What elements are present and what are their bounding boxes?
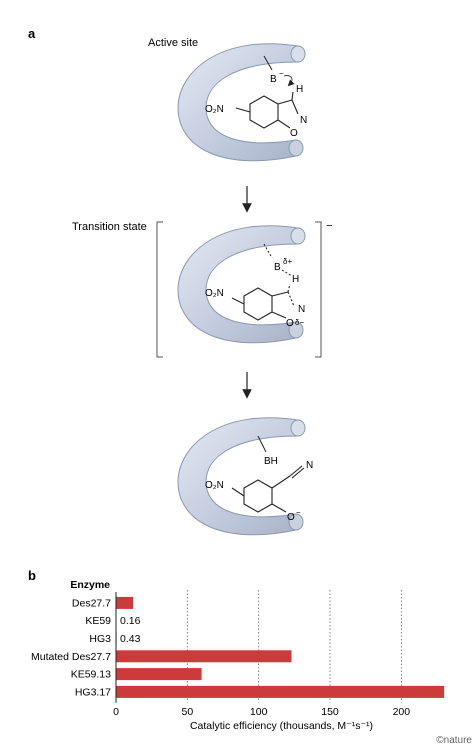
base-label-3: BH xyxy=(264,456,278,467)
x-tick-labels: 0 50 100 150 200 xyxy=(113,706,410,718)
bars-group xyxy=(116,596,445,698)
stage-transition-state: Transition state − B δ+ H N O δ− O₂N xyxy=(72,220,332,358)
n-label-3: N xyxy=(306,460,313,471)
base-charge-2: δ+ xyxy=(283,257,292,266)
enzyme-c-shape-2 xyxy=(177,225,299,344)
mechanism-diagram: a Active site B − H N O O₂N Transition s… xyxy=(28,26,332,536)
no2-label-1: O₂N xyxy=(205,104,224,115)
o-label-3: O xyxy=(287,512,295,523)
o-label-2: O xyxy=(286,318,294,329)
x-tick-label: 200 xyxy=(393,706,411,718)
category-label: HG3.17 xyxy=(75,686,111,698)
x-tick-label: 150 xyxy=(321,706,339,718)
active-site-label: Active site xyxy=(148,37,198,49)
o-charge-3: − xyxy=(296,508,301,517)
bar xyxy=(116,596,134,609)
value-label: 0.43 xyxy=(120,633,141,645)
no2-label-3: O₂N xyxy=(205,480,224,491)
panel-a-label: a xyxy=(28,26,36,41)
category-label: KE59 xyxy=(85,615,111,627)
transition-state-label: Transition state xyxy=(72,221,147,233)
grid-lines xyxy=(186,590,402,703)
base-charge-1: − xyxy=(279,69,284,78)
value-labels: 0.16 0.43 xyxy=(120,615,141,645)
bar xyxy=(116,650,292,663)
category-label: HG3 xyxy=(89,633,111,645)
enzyme-c-shape-1 xyxy=(177,43,299,162)
bracket-charge: − xyxy=(326,220,332,232)
n-label-1: N xyxy=(300,115,307,126)
x-axis-label: Catalytic efficiency (thousands, M⁻¹s⁻¹) xyxy=(190,720,373,732)
bar xyxy=(116,668,202,681)
n-label-2: N xyxy=(298,304,305,315)
x-tick-label: 0 xyxy=(113,706,119,718)
h-label-1: H xyxy=(296,84,303,95)
right-bracket xyxy=(315,221,322,358)
o-charge-2: δ− xyxy=(295,318,304,327)
left-bracket xyxy=(156,221,163,358)
stage-active-site: Active site B − H N O O₂N xyxy=(148,37,307,162)
category-label: Des27.7 xyxy=(72,597,111,609)
y-axis-header: Enzyme xyxy=(70,579,110,591)
category-label: Mutated Des27.7 xyxy=(31,651,111,663)
stage-product: BH N O − O₂N xyxy=(177,417,313,536)
no2-label-2: O₂N xyxy=(205,288,224,299)
x-tick-label: 50 xyxy=(181,706,193,718)
enzyme-c-shape-3 xyxy=(177,417,299,536)
bar xyxy=(116,685,445,698)
panel-b-label: b xyxy=(28,570,36,583)
x-tick-label: 100 xyxy=(250,706,268,718)
nature-credit: ©nature xyxy=(436,735,472,746)
o-label-1: O xyxy=(290,128,298,139)
base-label-2: B xyxy=(274,262,281,273)
category-label: KE59.13 xyxy=(71,669,111,681)
base-label-1: B xyxy=(270,74,277,85)
value-label: 0.16 xyxy=(120,615,141,627)
h-label-2: H xyxy=(292,274,299,285)
